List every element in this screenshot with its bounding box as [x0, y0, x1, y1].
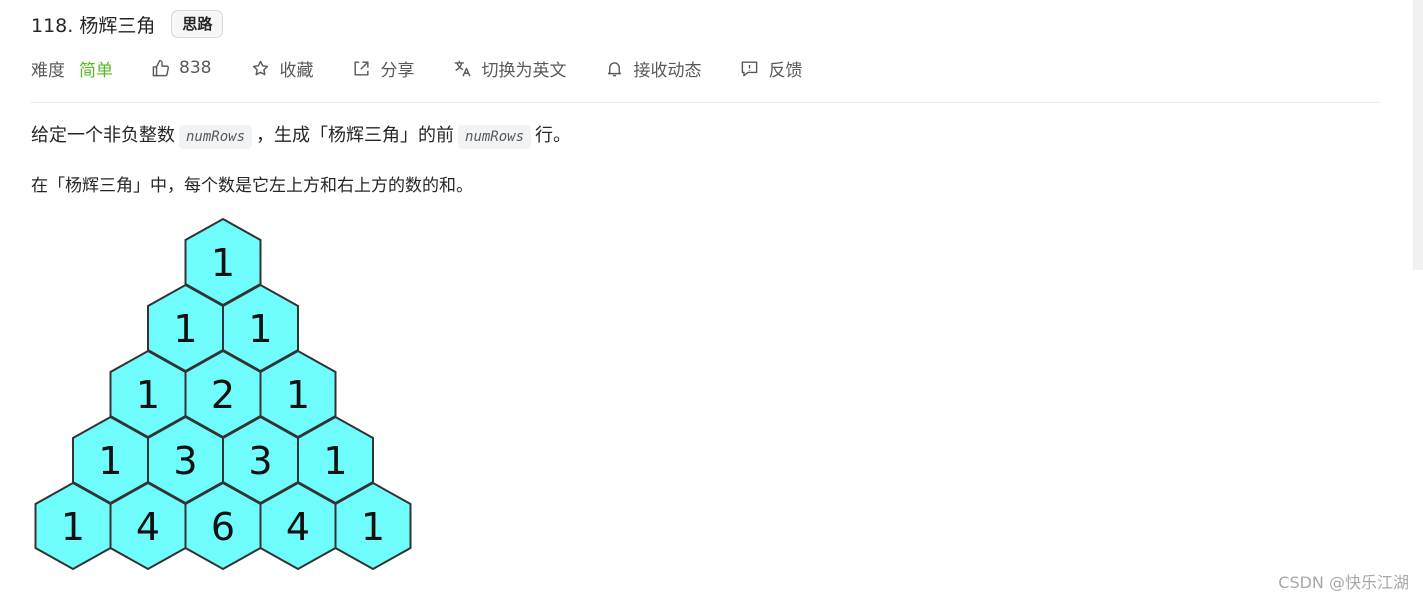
- share-label: 分享: [380, 60, 415, 81]
- problem-title: 118. 杨辉三角: [31, 14, 156, 37]
- hex-value: 3: [248, 439, 272, 483]
- notify-label: 接收动态: [633, 60, 702, 81]
- desc-text-c: 行。: [535, 125, 572, 146]
- translate-label: 切换为英文: [481, 60, 567, 81]
- favorite-button[interactable]: 收藏: [251, 56, 313, 81]
- hex-cell: 6: [184, 481, 262, 571]
- hex-value: 1: [173, 307, 197, 351]
- thumbs-up-icon: [152, 59, 169, 76]
- hex-value: 6: [211, 505, 235, 549]
- favorite-label: 收藏: [279, 60, 314, 81]
- difficulty-label: 难度: [31, 60, 65, 81]
- hex-shape: [334, 481, 412, 571]
- title-row: 118. 杨辉三角 思路: [31, 9, 224, 39]
- hex-value: 1: [211, 241, 235, 285]
- watermark: CSDN @快乐江湖: [1278, 573, 1409, 592]
- notify-button[interactable]: 接收动态: [605, 56, 701, 81]
- hex-value: 4: [136, 505, 160, 549]
- hex-cell: 1: [334, 481, 412, 571]
- hex-value: 4: [286, 505, 310, 549]
- desc-text-a: 给定一个非负整数: [31, 125, 175, 146]
- bell-icon: [608, 61, 622, 76]
- hint-tag-button[interactable]: 思路: [171, 10, 224, 38]
- share-button[interactable]: 分享: [352, 56, 414, 81]
- feedback-label: 反馈: [768, 60, 803, 81]
- desc-text-b: ，生成「杨辉三角」的前: [256, 125, 455, 146]
- hex-value: 1: [361, 505, 385, 549]
- inline-code-numrows-1: numRows: [179, 125, 253, 149]
- hex-cell: 1: [72, 415, 149, 505]
- feedback-button[interactable]: 反馈: [740, 56, 802, 81]
- hex-value: 1: [323, 439, 347, 483]
- hex-cell: 1: [297, 415, 374, 505]
- hex-cell: 1: [109, 349, 187, 439]
- hex-value: 3: [173, 439, 197, 483]
- like-count: 838: [179, 58, 212, 78]
- translate-icon: [455, 60, 471, 76]
- difficulty-value: 简单: [79, 60, 113, 81]
- share-icon: [354, 60, 369, 76]
- inline-code-numrows-2: numRows: [458, 125, 532, 149]
- hex-value: 1: [61, 505, 85, 549]
- hex-cell: 1: [34, 481, 112, 571]
- hex-value: 1: [248, 307, 272, 351]
- scrollbar[interactable]: [1413, 0, 1423, 270]
- translate-button[interactable]: 切换为英文: [453, 56, 566, 81]
- meta-row: 难度 简单 838 收藏 分享: [31, 53, 802, 83]
- hex-cell: 3: [147, 415, 224, 505]
- hex-value: 1: [286, 373, 310, 417]
- star-icon: [253, 60, 269, 75]
- hex-cell: 1: [147, 283, 224, 373]
- hex-value: 1: [136, 373, 160, 417]
- divider: [30, 102, 1380, 103]
- hex-cell: 4: [259, 481, 337, 571]
- hex-value: 1: [98, 439, 122, 483]
- feedback-icon: [742, 60, 758, 76]
- description-paragraph-2: 在「杨辉三角」中，每个数是它左上方和右上方的数的和。: [31, 176, 473, 196]
- like-button[interactable]: 838: [151, 58, 211, 78]
- hex-value: 2: [211, 373, 235, 417]
